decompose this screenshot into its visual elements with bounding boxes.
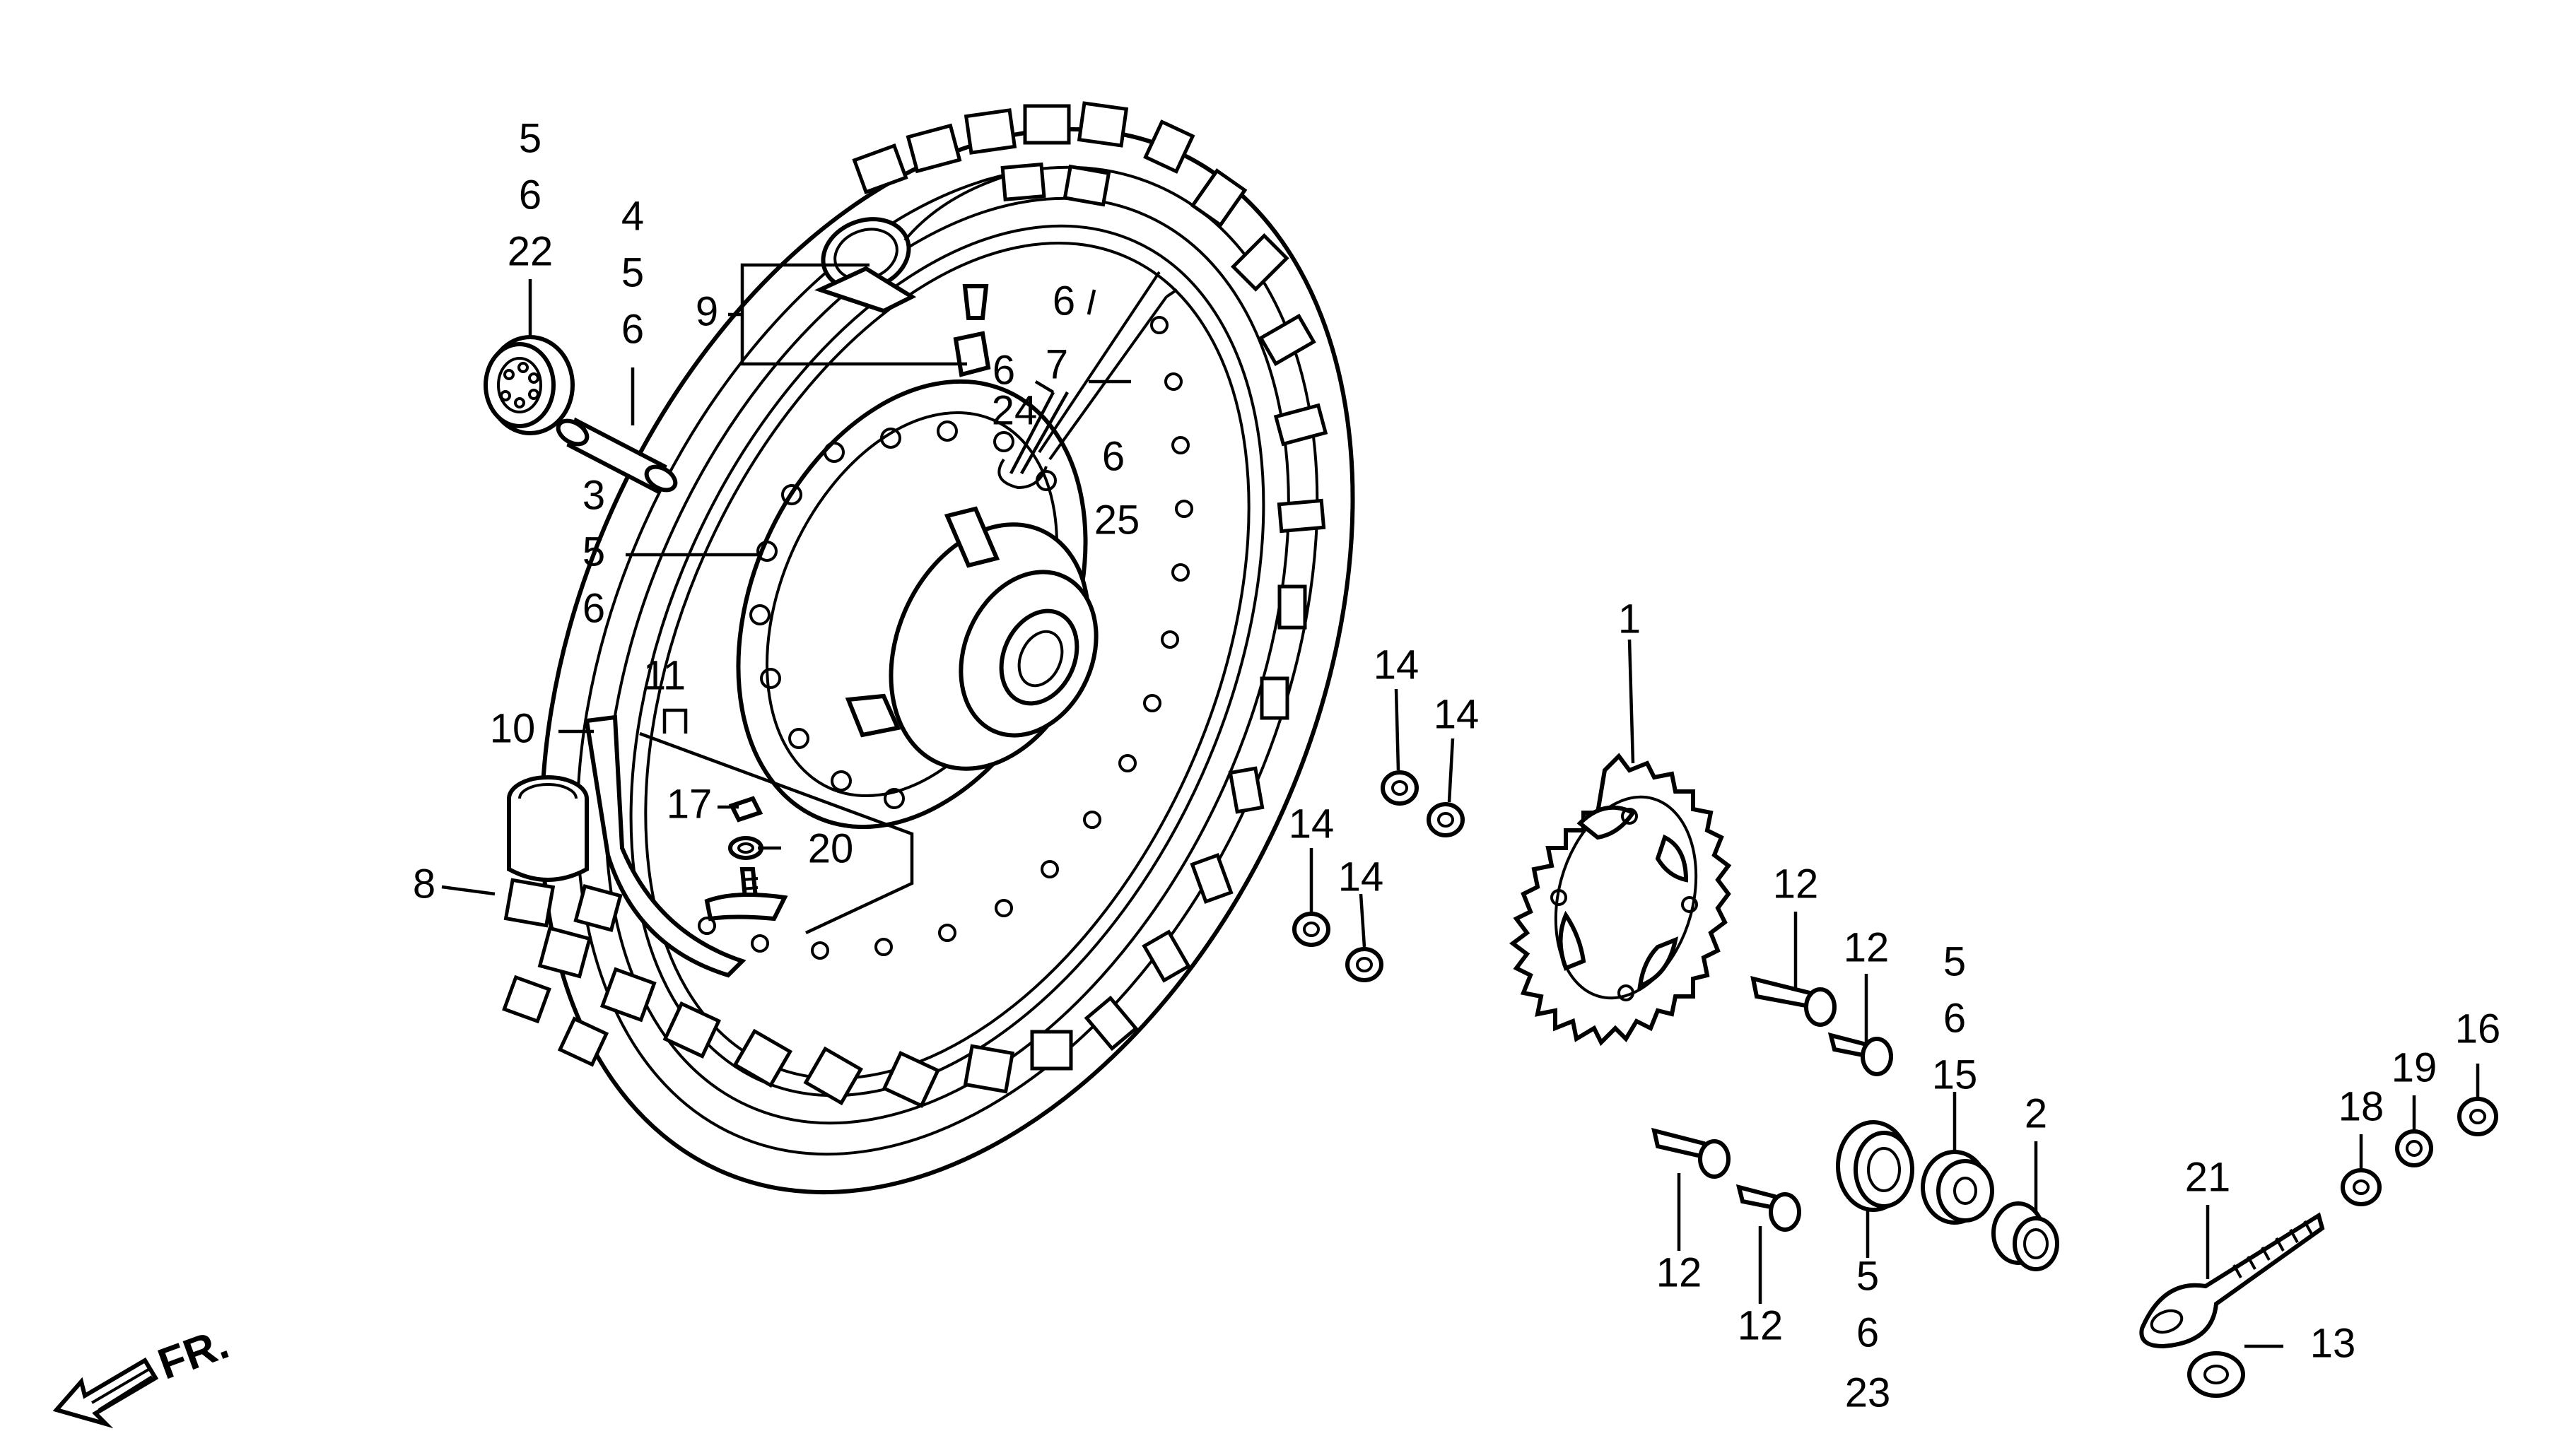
spokes: [997, 271, 1178, 490]
label-6: 6: [1856, 1309, 1879, 1355]
driven-sprocket: [1509, 753, 1732, 1047]
tire-tread-lower: [502, 878, 1073, 1108]
label-14: 14: [1338, 854, 1384, 900]
nut-18: [2341, 1168, 2382, 1206]
label-9: 9: [696, 288, 718, 334]
hub-bearing-seat: [999, 608, 1079, 706]
leader-lines: [441, 263, 2480, 1348]
label-20: 20: [808, 825, 854, 871]
label-14: 14: [1374, 642, 1419, 688]
bolts-12: [1651, 975, 1893, 1232]
label-25: 25: [1094, 497, 1140, 543]
washer-19: [2395, 1129, 2433, 1167]
label-22: 22: [508, 228, 554, 274]
hub-boss-lower: [845, 693, 901, 738]
label-19: 19: [2391, 1044, 2437, 1090]
label-7: 7: [1046, 341, 1068, 387]
tire-tread-upper: [852, 101, 1328, 1052]
distance-collar-4: [556, 417, 678, 495]
label-5: 5: [582, 529, 605, 575]
label-13: 13: [2310, 1320, 2356, 1366]
label-23: 23: [1845, 1370, 1891, 1415]
label-16: 16: [2455, 1006, 2501, 1052]
nut-16: [2457, 1097, 2498, 1136]
label-12: 12: [1844, 924, 1890, 970]
collar-2: [1991, 1201, 2059, 1271]
label-12: 12: [1656, 1249, 1702, 1295]
label-6: 6: [582, 585, 605, 631]
label-8: 8: [413, 861, 435, 907]
label-6: 6: [621, 306, 644, 352]
label-11: 11: [643, 652, 686, 698]
hub-boss: [944, 506, 1000, 568]
callout-labels: 5 6 22 4 5 6 9 6 6 7 24 6 25 3 5 6 11 10…: [413, 115, 2500, 1415]
label-1: 1: [1618, 596, 1641, 642]
rim-band: [584, 714, 747, 978]
label-6: 6: [993, 347, 1015, 393]
adjuster-nut-13: [2187, 1351, 2245, 1398]
tube-clip-assembly: [704, 796, 788, 922]
label-5: 5: [1856, 1253, 1879, 1299]
label-3: 3: [582, 472, 605, 518]
hub-bore: [1017, 630, 1064, 688]
label-17: 17: [667, 781, 713, 827]
nuts-14: [1292, 770, 1465, 982]
label-6: 6: [519, 172, 541, 218]
label-6: 6: [1102, 433, 1125, 479]
bearing-22: [484, 335, 575, 435]
spoke-nipples: [698, 316, 1193, 960]
label-6: 6: [1943, 995, 1966, 1041]
bearing-23: [1836, 1120, 1914, 1212]
front-label: FR.: [152, 1319, 235, 1389]
label-2: 2: [2025, 1090, 2047, 1136]
label-5: 5: [1943, 938, 1966, 984]
label-12: 12: [1738, 1302, 1784, 1348]
chain-adjuster-21: [2139, 1212, 2325, 1349]
inner-tube-section-bottom: [507, 714, 747, 978]
wheel-assembly: [502, 101, 1355, 1195]
label-14: 14: [1434, 691, 1480, 737]
brake-disc-holes: [749, 420, 1057, 809]
label-24: 24: [992, 387, 1038, 433]
label-4: 4: [621, 193, 644, 239]
label-10: 10: [490, 705, 536, 751]
label-14: 14: [1289, 801, 1335, 847]
label-21: 21: [2185, 1154, 2231, 1200]
label-5: 5: [519, 115, 541, 161]
rim: [604, 196, 1290, 1125]
label-6: 6: [1053, 278, 1075, 324]
label-15: 15: [1932, 1052, 1978, 1097]
front-direction-arrow: FR.: [52, 1319, 235, 1429]
oil-seal-15: [1921, 1150, 1994, 1225]
label-12: 12: [1773, 861, 1819, 907]
label-5: 5: [621, 249, 644, 295]
label-18: 18: [2338, 1083, 2384, 1129]
